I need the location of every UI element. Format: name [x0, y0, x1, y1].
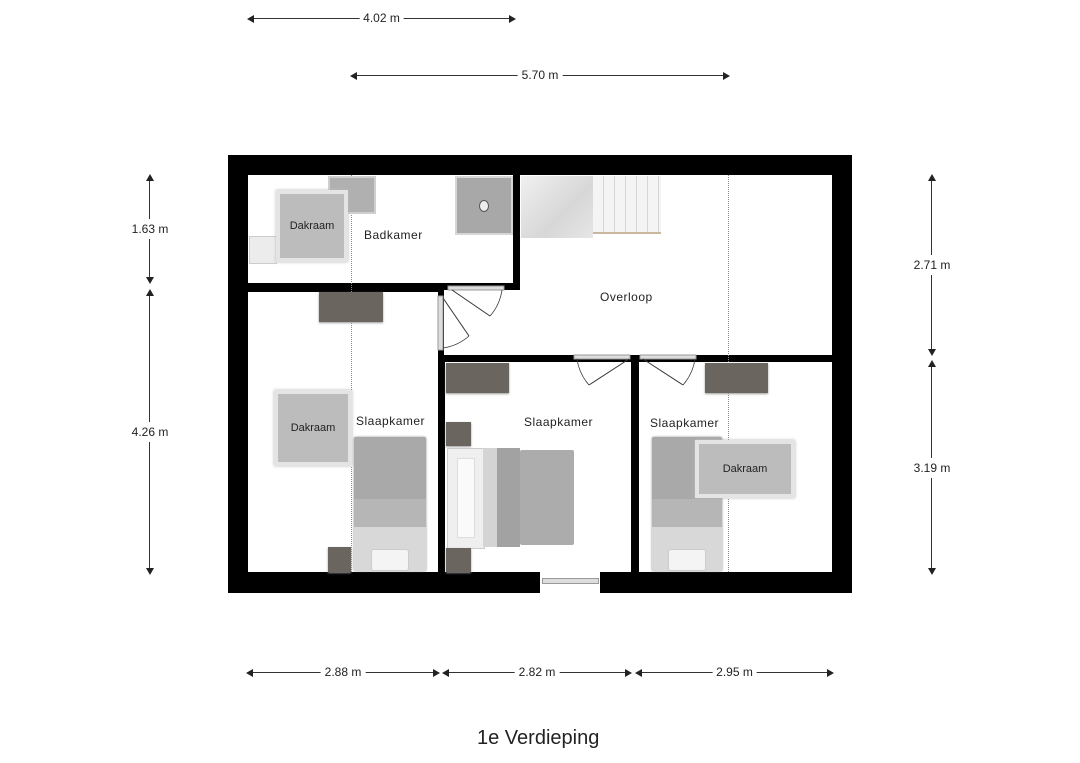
- dimension-label: 4.26 m: [129, 422, 171, 442]
- door-slaapkamer-right[interactable]: [639, 353, 699, 389]
- room-label-overloop: Overloop: [600, 290, 653, 304]
- room-label-slaapkamer-left: Slaapkamer: [356, 414, 426, 428]
- floor-title: 1e Verdieping: [477, 727, 600, 749]
- nightstand: [446, 548, 471, 572]
- skylight-badkamer: Dakraam: [276, 190, 348, 262]
- dimension-label: 1.63 m: [129, 219, 171, 239]
- shower: [455, 176, 513, 235]
- skylight-slaapkamer-right: Dakraam: [695, 440, 795, 498]
- room-label-slaapkamer-right: Slaapkamer: [650, 416, 720, 430]
- dimension-right-3-19: 3.19 m: [911, 360, 953, 575]
- shower-drain-icon: [479, 200, 489, 212]
- dimension-top-5-70: 5.70 m: [350, 68, 730, 82]
- dimension-bottom-2-95: 2.95 m: [635, 665, 834, 679]
- toilet: [249, 236, 277, 264]
- dimension-label: 2.88 m: [320, 665, 366, 679]
- dimension-bottom-2-82: 2.82 m: [442, 665, 632, 679]
- stairs-straight: [593, 176, 661, 234]
- cabinet: [446, 363, 509, 393]
- dimension-label: 2.82 m: [514, 665, 560, 679]
- dimension-label: 2.71 m: [911, 255, 953, 275]
- dimension-top-4-02: 4.02 m: [247, 11, 516, 25]
- skylight-label: Dakraam: [290, 422, 336, 434]
- room-label-slaapkamer-middle: Slaapkamer: [524, 415, 594, 429]
- dimension-label: 3.19 m: [911, 457, 953, 478]
- dimension-label: 5.70 m: [517, 68, 563, 82]
- nightstand: [328, 547, 351, 572]
- dimension-left-1-63: 1.63 m: [129, 174, 171, 284]
- single-bed: [354, 437, 426, 571]
- cabinet: [705, 363, 768, 393]
- cabinet: [319, 292, 383, 322]
- window-frame: [542, 578, 599, 584]
- dimension-label: 4.02 m: [359, 11, 404, 25]
- room-label-badkamer: Badkamer: [364, 228, 423, 242]
- stairs-winder: [521, 176, 593, 238]
- double-bed: [447, 448, 574, 549]
- dimension-label: 2.95 m: [712, 665, 757, 679]
- door-slaapkamer-middle[interactable]: [573, 353, 633, 389]
- skylight-slaapkamer-left: Dakraam: [274, 390, 352, 466]
- skylight-label: Dakraam: [722, 463, 768, 475]
- skylight-label: Dakraam: [289, 220, 335, 232]
- door-badkamer[interactable]: [446, 284, 506, 324]
- nightstand: [446, 422, 471, 446]
- dimension-right-2-71: 2.71 m: [911, 174, 953, 356]
- roof-line-left: [351, 175, 352, 572]
- door-slaapkamer-left[interactable]: [437, 294, 477, 354]
- dimension-bottom-2-88: 2.88 m: [246, 665, 440, 679]
- dimension-left-4-26: 4.26 m: [129, 289, 171, 575]
